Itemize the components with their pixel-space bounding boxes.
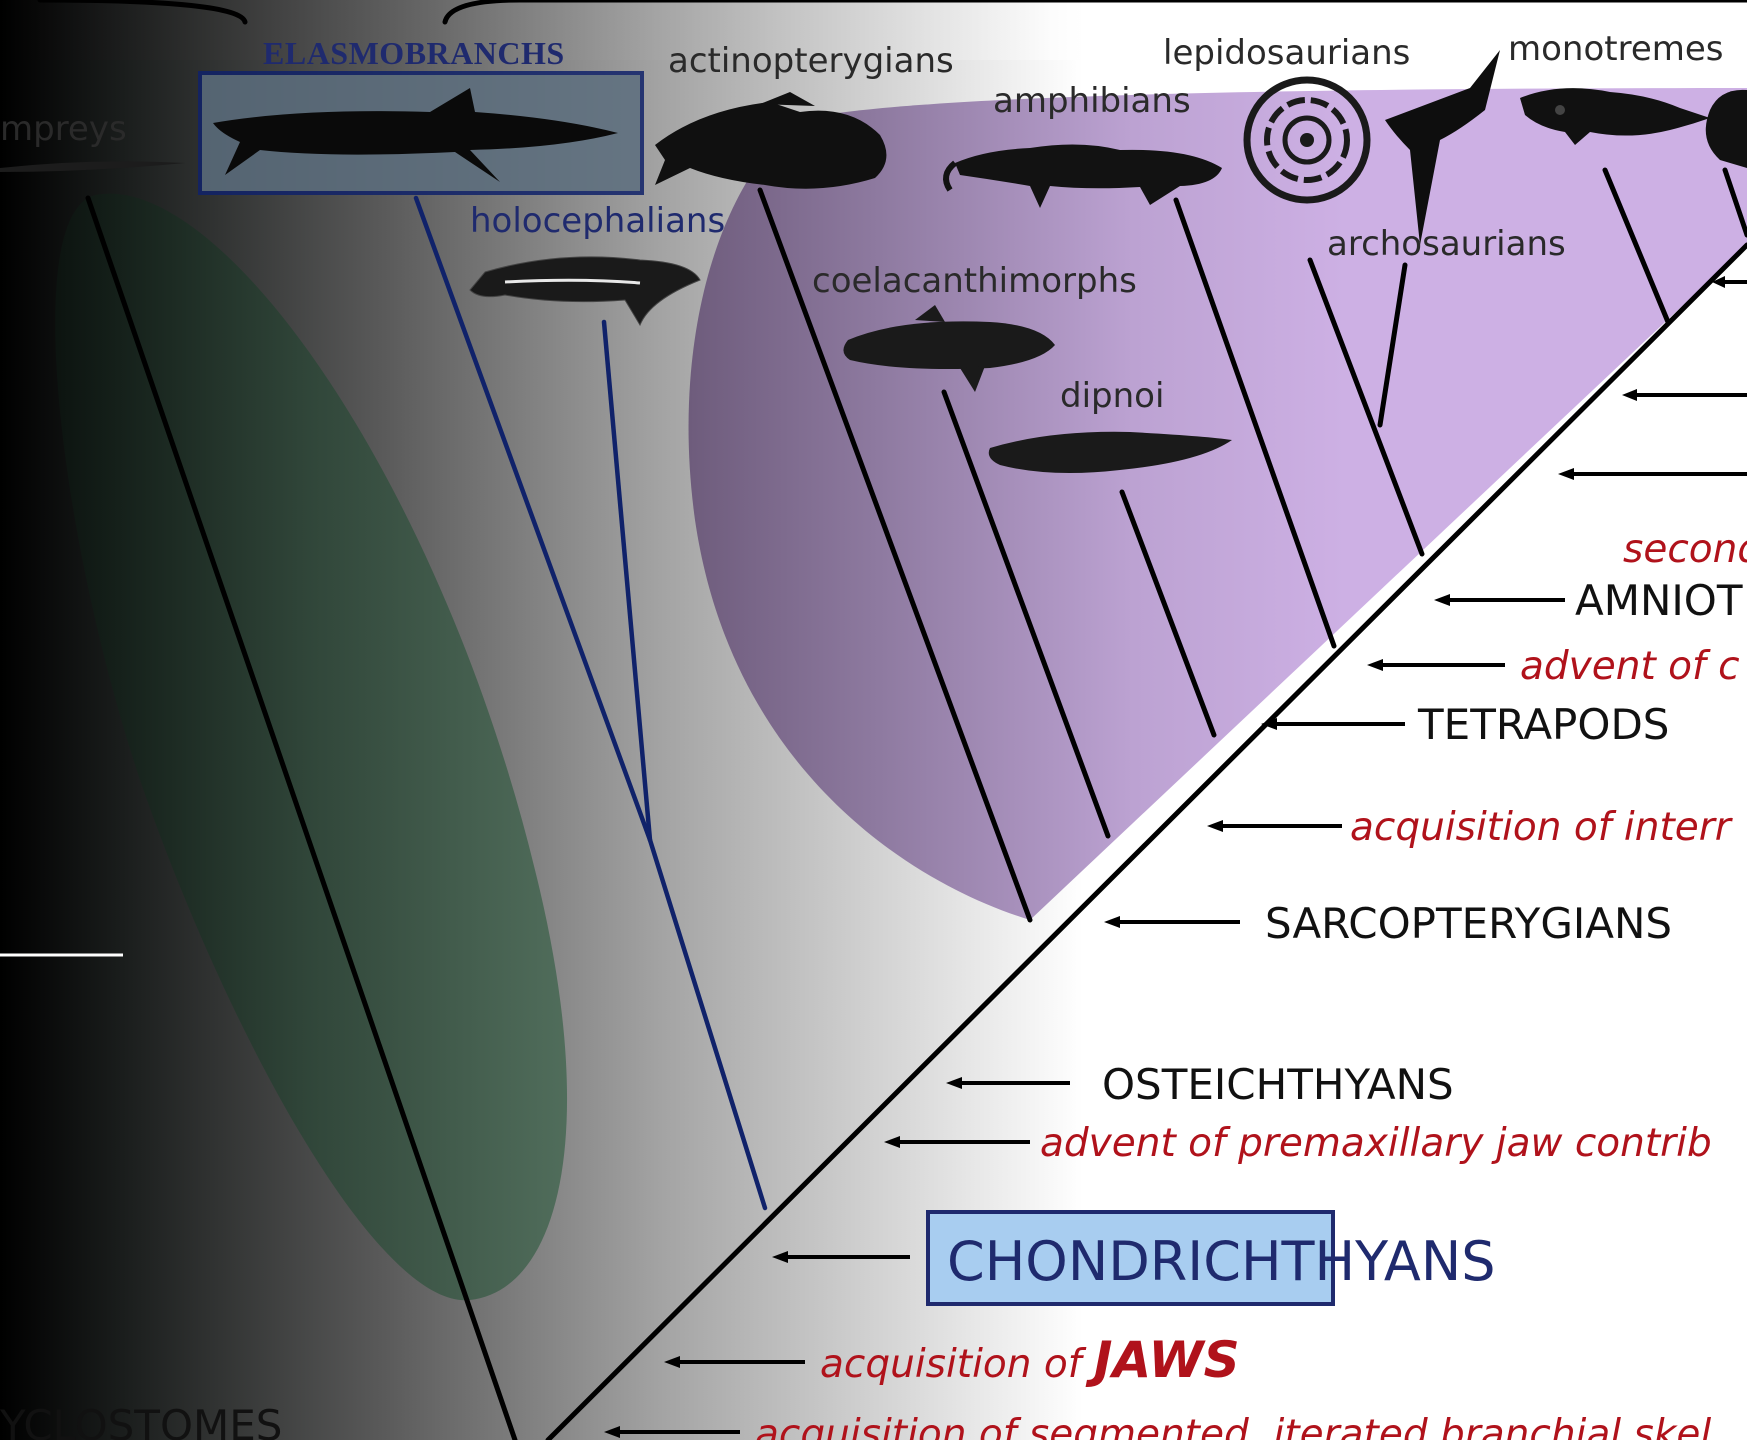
event-branchial: acquisition of segmented, iterated branc…: [755, 1412, 1711, 1440]
label-actinopterygians: actinopterygians: [668, 41, 954, 81]
event-jaws-word: JAWS: [1085, 1331, 1240, 1389]
label-amniotes: AMNIOT: [1575, 576, 1743, 625]
label-archosaurians: archosaurians: [1327, 224, 1566, 264]
label-sarcopterygians: SARCOPTERYGIANS: [1265, 899, 1672, 948]
label-osteichthyans: OSTEICHTHYANS: [1102, 1060, 1454, 1109]
label-chondrichthyans: CHONDRICHTHYANS: [947, 1230, 1496, 1293]
event-secondary: second: [1623, 527, 1747, 572]
label-cyclostomes: YCLOSTOMES: [0, 1401, 282, 1440]
label-holocephalians: holocephalians: [470, 201, 725, 241]
event-advent: advent of c: [1520, 644, 1740, 689]
event-internal: acquisition of interr: [1350, 805, 1734, 850]
label-tetrapods: TETRAPODS: [1417, 700, 1669, 749]
event-jaws-prefix: acquisition of: [820, 1342, 1094, 1387]
label-elasmobranchs: ELASMOBRANCHS: [263, 35, 565, 71]
event-premaxillary: advent of premaxillary jaw contrib: [1040, 1121, 1712, 1166]
label-coelacanthimorphs: coelacanthimorphs: [812, 261, 1137, 301]
label-lampreys: mpreys: [0, 109, 127, 149]
label-monotremes: monotremes: [1508, 29, 1724, 69]
label-lepidosaurians: lepidosaurians: [1163, 33, 1410, 73]
label-dipnoi: dipnoi: [1060, 376, 1164, 416]
label-amphibians: amphibians: [993, 81, 1191, 121]
